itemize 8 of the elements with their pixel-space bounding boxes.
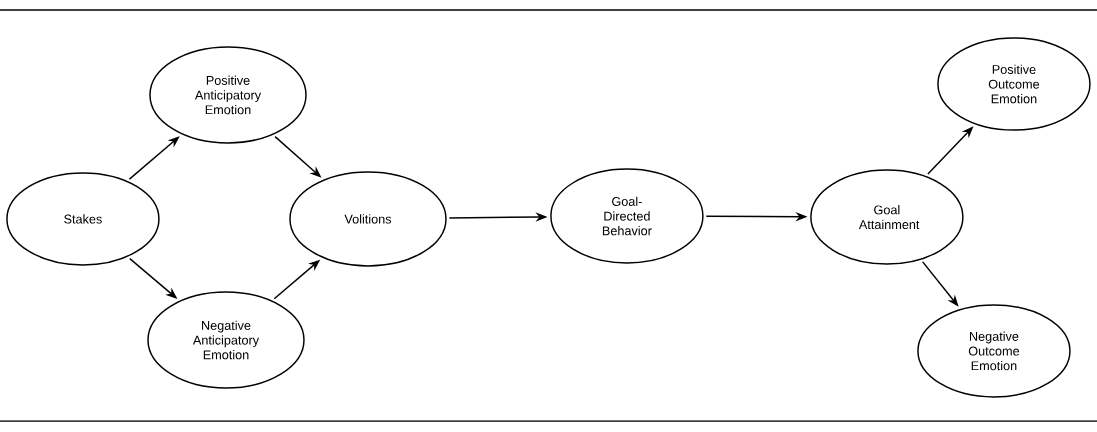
ellipse-node: Negative Anticipatory Emotion (147, 291, 305, 389)
ellipse-node: Goal Attainment (810, 169, 964, 265)
ellipse-node: Positive Anticipatory Emotion (149, 46, 307, 144)
ellipse-node: Positive Outcome Emotion (937, 37, 1091, 131)
ellipse-node: Stakes (6, 172, 160, 266)
ellipse-node: Negative Outcome Emotion (917, 304, 1071, 398)
ellipse-node: Goal-Directed Behavior (550, 168, 704, 264)
ellipse-node: Volitions (289, 171, 447, 267)
